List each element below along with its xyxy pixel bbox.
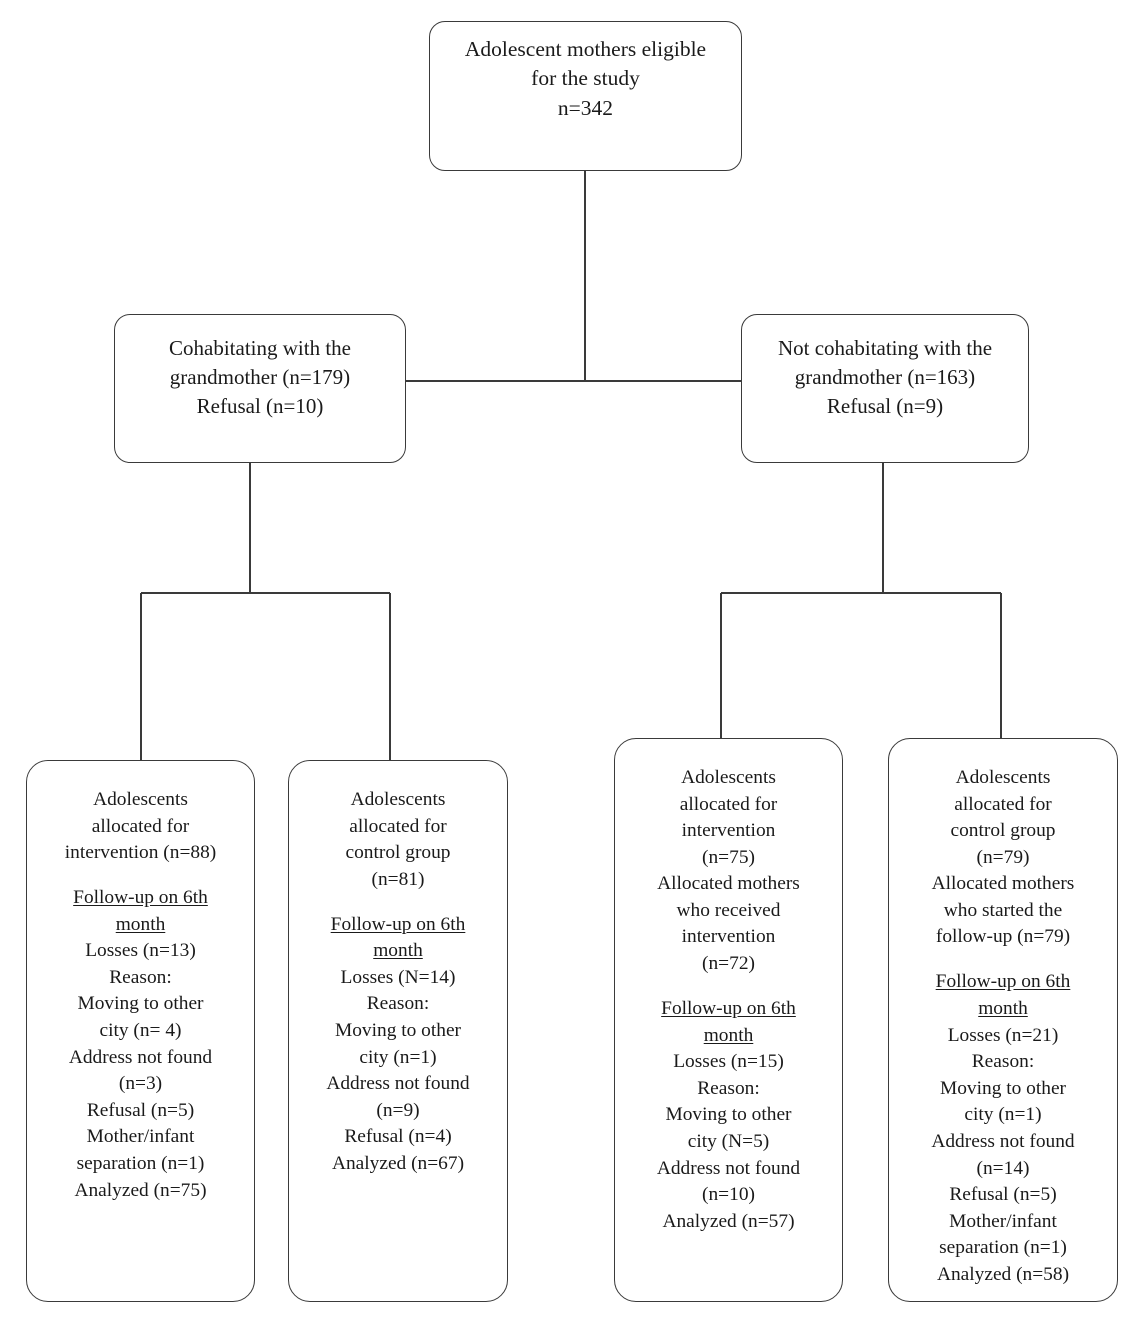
left-intervention-detail-5: Address not found [68,1046,213,1068]
right-control-followup-heading-1: Follow-up on 6th [935,971,1071,993]
right-intervention-detail-4: city (N=5) [687,1130,770,1152]
right-control-detail-3: Moving to other [939,1077,1067,1099]
right-intervention-detail-1: Losses (n=15) [673,1051,784,1073]
left-intervention-line-1: Adolescents [93,789,188,810]
right-control-line-6: who started the [943,899,1063,921]
right-control-line-1: Adolescents [955,767,1051,788]
right-intervention-followup-heading-2: month [703,1024,754,1046]
left-control-detail-3: Moving to other [334,1020,462,1042]
node-left-control-group: Adolescents allocated for control group … [288,760,508,1302]
node-cohabiting-line-3: Refusal (n=10) [196,393,324,418]
left-control-detail-7: Refusal (n=4) [344,1126,452,1148]
right-control-line-3: control group [950,820,1056,842]
left-intervention-detail-1: Losses (n=13) [85,940,196,962]
left-control-detail-1: Losses (N=14) [340,966,456,988]
left-intervention-line-2: allocated for [91,815,190,837]
right-intervention-line-1: Adolescents [681,767,776,788]
right-intervention-line-3: intervention [681,820,776,842]
left-control-line-1: Adolescents [350,789,446,810]
right-intervention-detail-2: Reason: [697,1077,760,1099]
node-not-cohabiting-with-grandmother: Not cohabitating with the grandmother (n… [741,314,1029,463]
left-intervention-detail-6: (n=3) [118,1073,163,1095]
right-intervention-line-8: (n=72) [702,953,755,975]
left-control-followup-heading-2: month [373,940,423,962]
right-control-detail-4: city (n=1) [964,1104,1042,1126]
right-control-detail-6: (n=14) [976,1157,1030,1179]
left-intervention-detail-7: Refusal (n=5) [86,1099,195,1121]
left-control-followup-heading-1: Follow-up on 6th [330,913,466,935]
right-control-line-5: Allocated mothers [931,873,1075,895]
right-intervention-line-2: allocated for [679,793,778,815]
right-control-followup-heading-2: month [978,998,1028,1020]
left-control-line-2: allocated for [349,815,447,837]
right-control-line-2: allocated for [954,793,1052,815]
node-eligible-mothers: Adolescent mothers eligible for the stud… [429,21,742,171]
left-intervention-detail-8: Mother/infant [86,1126,195,1148]
right-control-detail-2: Reason: [971,1051,1035,1073]
node-right-control-group: Adolescents allocated for control group … [888,738,1118,1302]
right-intervention-line-7: intervention [681,926,776,948]
left-control-detail-5: Address not found [326,1073,470,1095]
right-control-detail-10: Analyzed (n=58) [936,1263,1070,1285]
left-intervention-detail-10: Analyzed (n=75) [74,1179,207,1201]
right-control-detail-7: Refusal (n=5) [949,1184,1057,1206]
left-intervention-followup-heading-2: month [115,913,166,935]
right-intervention-detail-7: Analyzed (n=57) [662,1210,795,1232]
right-control-detail-8: Mother/infant [949,1210,1057,1232]
node-cohabiting-with-grandmother: Cohabitating with the grandmother (n=179… [114,314,406,463]
left-control-detail-8: Analyzed (n=67) [331,1152,465,1174]
left-intervention-detail-2: Reason: [109,966,172,988]
node-not-cohabiting-line-1: Not cohabitating with the [777,336,993,360]
right-intervention-line-4: (n=75) [702,846,755,868]
left-intervention-detail-4: city (n= 4) [99,1020,182,1042]
node-not-cohabiting-line-2: grandmother (n=163) [794,364,976,389]
left-intervention-detail-9: separation (n=1) [76,1152,205,1174]
right-intervention-detail-5: Address not found [656,1157,801,1179]
right-intervention-detail-6: (n=10) [702,1184,755,1206]
right-control-detail-1: Losses (n=21) [947,1024,1059,1046]
node-cohabiting-line-1: Cohabitating with the [169,336,351,360]
node-left-intervention-group: Adolescents allocated for intervention (… [26,760,255,1302]
right-control-detail-9: separation (n=1) [939,1237,1067,1259]
right-intervention-line-6: who received [676,899,781,921]
node-right-intervention-group: Adolescents allocated for intervention (… [614,738,843,1302]
left-control-detail-4: city (n=1) [359,1046,437,1068]
right-intervention-line-5: Allocated mothers [657,873,800,895]
left-intervention-line-3: intervention (n=88) [64,842,217,864]
right-control-detail-5: Address not found [931,1130,1075,1152]
left-control-line-3: control group [345,842,451,864]
left-intervention-detail-3: Moving to other [77,993,204,1015]
left-control-line-4: (n=81) [371,868,425,890]
left-control-detail-2: Reason: [366,993,430,1015]
right-control-line-4: (n=79) [976,846,1030,868]
right-intervention-detail-3: Moving to other [665,1104,792,1126]
node-eligible-line-2: for the study [531,66,640,91]
node-eligible-line-1: Adolescent mothers eligible [464,37,707,61]
left-intervention-followup-heading-1: Follow-up on 6th [73,887,208,909]
right-intervention-followup-heading-1: Follow-up on 6th [661,998,796,1020]
left-control-detail-6: (n=9) [376,1099,420,1121]
right-control-line-7: follow-up (n=79) [935,926,1071,948]
node-eligible-line-3: n=342 [557,95,614,120]
node-not-cohabiting-line-3: Refusal (n=9) [826,393,944,418]
node-cohabiting-line-2: grandmother (n=179) [169,364,351,389]
